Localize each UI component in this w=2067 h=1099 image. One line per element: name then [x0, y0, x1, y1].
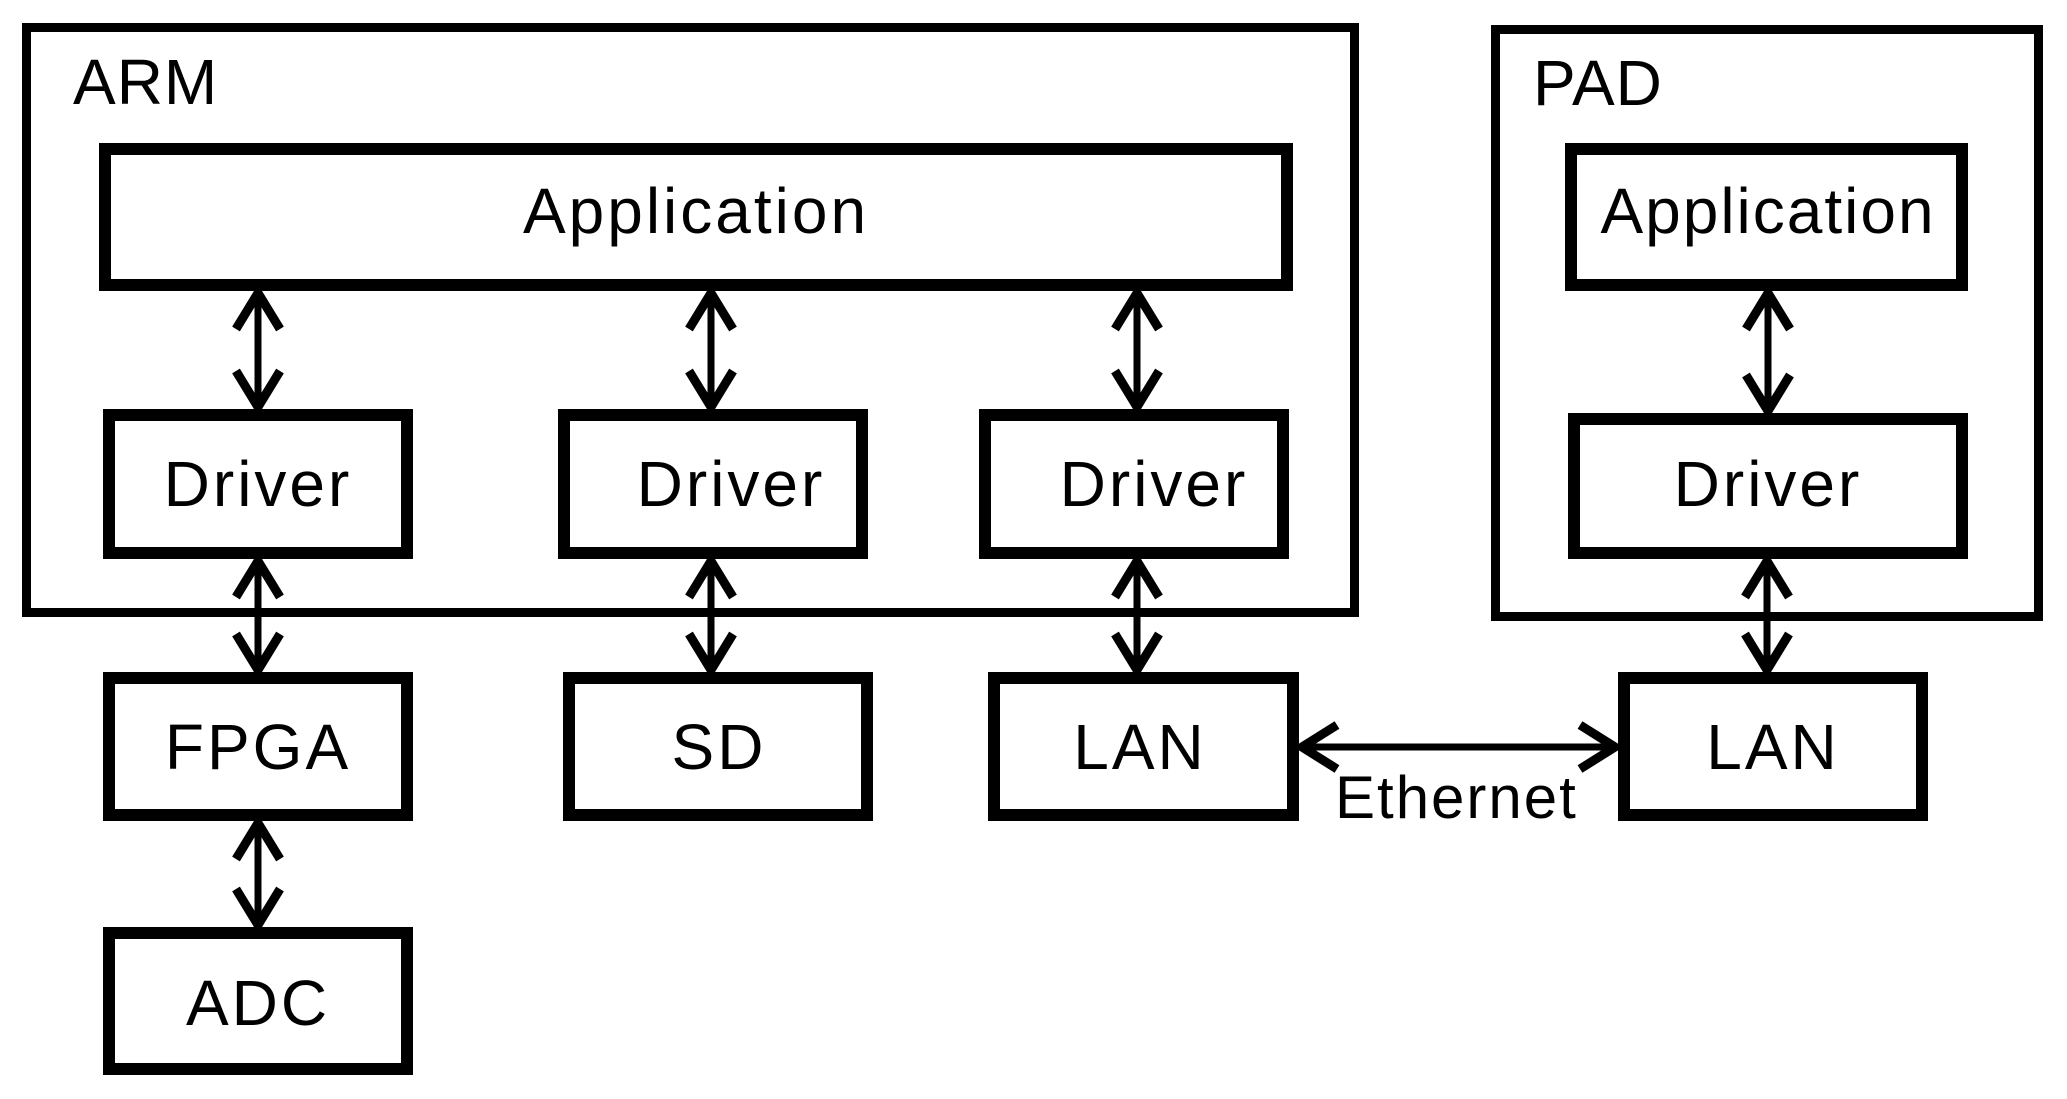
- lan-arm-label: LAN: [1073, 711, 1207, 783]
- node-arm-driver-2: Driver: [558, 409, 868, 559]
- arrowhead-icon: [232, 284, 284, 332]
- ethernet-edge-label: Ethernet: [1335, 764, 1578, 831]
- arrowhead-icon: [1742, 372, 1794, 420]
- pad-application-label: Application: [1600, 175, 1935, 247]
- edge-arm-app-to-arm-drv1: [232, 284, 284, 416]
- edge-fpga-to-adc: [232, 814, 284, 934]
- edge-arm-drv2-to-sd: [685, 552, 737, 679]
- arrowhead-icon: [1742, 284, 1794, 332]
- node-arm-driver-1: Driver: [103, 409, 413, 559]
- arrowhead-icon: [1111, 552, 1163, 600]
- arm-application-box: [99, 143, 1293, 291]
- arm-application-label: Application: [523, 175, 869, 247]
- edge-arm-drv1-to-fpga: [232, 552, 284, 679]
- arm-container: ARM: [22, 23, 1359, 617]
- fpga-box: [103, 672, 413, 821]
- node-lan-arm: LAN: [988, 672, 1299, 821]
- node-pad-application: Application: [1565, 143, 1968, 291]
- pad-driver-box: [1568, 413, 1968, 559]
- arrowhead-icon: [1111, 368, 1163, 416]
- node-arm-driver-3: Driver: [979, 409, 1289, 559]
- node-lan-pad: LAN: [1618, 672, 1928, 821]
- arrowhead-icon: [685, 631, 737, 679]
- arrowhead-icon: [232, 552, 284, 600]
- arrowhead-icon: [232, 886, 284, 934]
- edge-arm-app-to-arm-drv3: [1111, 284, 1163, 416]
- edge-pad-app-to-pad-drv: [1742, 284, 1794, 420]
- node-pad-driver: Driver: [1568, 413, 1968, 559]
- node-arm-application: Application: [99, 143, 1293, 291]
- pad-driver-label: Driver: [1674, 448, 1863, 520]
- edges: [232, 284, 1794, 934]
- arrowhead-icon: [1293, 721, 1340, 773]
- arm-driver-3-box: [979, 409, 1289, 559]
- pad-application-box: [1565, 143, 1968, 291]
- arm-container-label: ARM: [73, 46, 218, 118]
- node-adc: ADC: [103, 927, 413, 1075]
- sd-box: [563, 672, 873, 821]
- arrowhead-icon: [232, 631, 284, 679]
- edge-pad-drv-to-lan-pad: [1741, 552, 1793, 679]
- arrowhead-icon: [232, 368, 284, 416]
- arm-driver-2-box: [558, 409, 868, 559]
- arrowhead-icon: [685, 552, 737, 600]
- pad-container-label: PAD: [1533, 47, 1663, 119]
- lan-arm-box: [988, 672, 1299, 821]
- arm-container-border: [22, 23, 1359, 617]
- arrowhead-icon: [232, 814, 284, 862]
- arm-driver-1-label: Driver: [164, 448, 353, 520]
- arm-driver-2-label: Driver: [637, 448, 826, 520]
- fpga-label: FPGA: [165, 711, 351, 783]
- sd-label: SD: [672, 711, 767, 783]
- arrowhead-icon: [1741, 552, 1793, 600]
- arm-driver-3-label: Driver: [1060, 448, 1249, 520]
- node-fpga: FPGA: [103, 672, 413, 821]
- arrowhead-icon: [685, 284, 737, 332]
- arrowhead-icon: [1577, 721, 1624, 773]
- lan-pad-box: [1618, 672, 1928, 821]
- adc-label: ADC: [186, 967, 330, 1039]
- arrowhead-icon: [685, 368, 737, 416]
- lan-pad-label: LAN: [1706, 711, 1840, 783]
- arrowhead-icon: [1111, 284, 1163, 332]
- node-sd: SD: [563, 672, 873, 821]
- edge-arm-app-to-arm-drv2: [685, 284, 737, 416]
- adc-box: [103, 927, 413, 1075]
- edge-arm-drv3-to-lan-arm: [1111, 552, 1163, 679]
- arrowhead-icon: [1741, 631, 1793, 679]
- edge-lan-arm-to-lan-pad: [1293, 721, 1624, 773]
- arm-driver-1-box: [103, 409, 413, 559]
- arrowhead-icon: [1111, 631, 1163, 679]
